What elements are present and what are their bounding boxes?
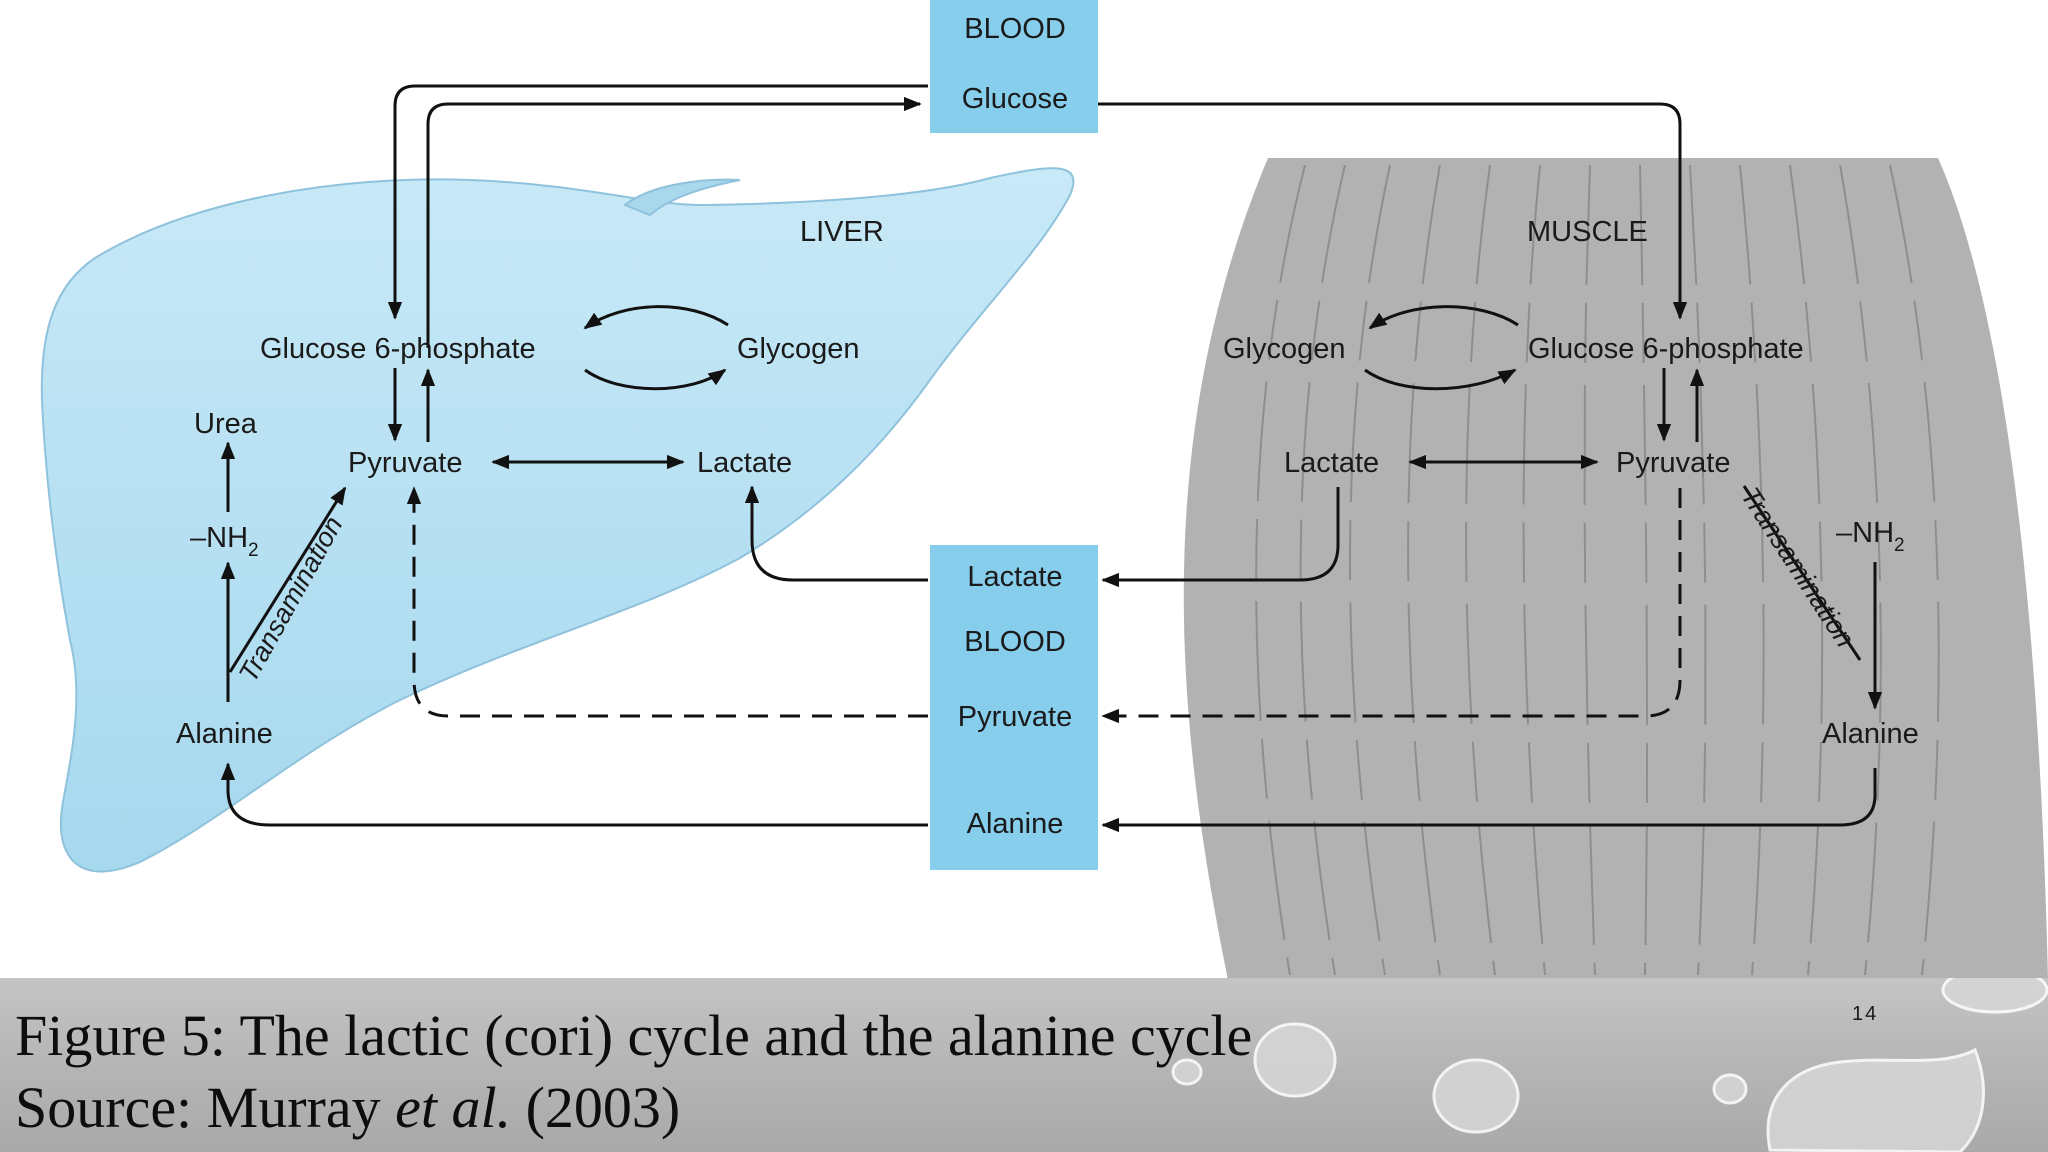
liver-glycogen-label: Glycogen xyxy=(737,333,860,365)
liver-shape xyxy=(40,167,1075,873)
liver-title: LIVER xyxy=(800,216,884,248)
arrow-liver-transamination xyxy=(228,486,347,673)
blood-header-top: BLOOD xyxy=(964,13,1066,45)
water-drops-decoration xyxy=(1171,978,2048,1152)
arrow-liver-g6p-to-glycogen xyxy=(584,368,727,391)
source-et-al: et al. xyxy=(395,1075,512,1140)
liver-pyruvate-label: Pyruvate xyxy=(348,447,462,479)
muscle-pyruvate-label: Pyruvate xyxy=(1616,447,1730,479)
arrow-blood-alanine-to-liver-alanine xyxy=(220,762,928,827)
muscle-lactate-label: Lactate xyxy=(1284,447,1379,479)
muscle-nh2-label: –NH2 xyxy=(1836,517,1905,556)
arrow-muscle-g6p-to-glycogen xyxy=(1368,305,1519,330)
blood-lactate-label: Lactate xyxy=(967,561,1062,593)
blood-glucose-label: Glucose xyxy=(962,83,1068,115)
blood-box-bottom xyxy=(930,545,1098,870)
arrow-muscle-glycogen-to-g6p xyxy=(1364,368,1517,391)
source-year: (2003) xyxy=(511,1075,681,1140)
source-prefix: Source: Murray xyxy=(15,1075,396,1140)
liver-glucose6p-label: Glucose 6-phosphate xyxy=(260,333,536,365)
liver-nh2-label: –NH2 xyxy=(190,522,259,561)
arrow-liver-glycogen-to-g6p xyxy=(583,305,729,330)
arrow-glucose-to-muscle-g6p xyxy=(1098,102,1688,320)
pathway-arrows xyxy=(220,84,1883,833)
arrow-blood-lactate-to-liver-lactate xyxy=(744,485,928,582)
cori-alanine-cycle-diagram: BLOOD Glucose Lactate BLOOD Pyruvate Ala… xyxy=(40,0,2048,980)
figure-caption: Figure 5: The lactic (cori) cycle and th… xyxy=(15,1003,1253,1068)
muscle-alanine-label: Alanine xyxy=(1822,718,1919,750)
liver-lactate-label: Lactate xyxy=(697,447,792,479)
muscle-glucose6p-label: Glucose 6-phosphate xyxy=(1528,333,1804,365)
arrow-muscle-alanine-to-blood xyxy=(1101,768,1877,833)
muscle-shape xyxy=(1183,158,2048,980)
caption-bar xyxy=(0,978,2048,1152)
arrow-liver-g6p-to-glucose xyxy=(426,96,922,348)
blood-pyruvate-label: Pyruvate xyxy=(958,701,1072,733)
source-caption: Source: Murray et al. (2003) xyxy=(15,1074,680,1141)
liver-alanine-label: Alanine xyxy=(176,718,273,750)
page-number: 14 xyxy=(1852,1003,1879,1025)
blood-alanine-label: Alanine xyxy=(967,808,1064,840)
blood-header-bottom: BLOOD xyxy=(964,626,1066,658)
muscle-title: MUSCLE xyxy=(1527,216,1648,248)
arrow-muscle-pyruvate-to-blood xyxy=(1101,488,1682,724)
muscle-glycogen-label: Glycogen xyxy=(1223,333,1346,365)
arrow-muscle-lactate-to-blood xyxy=(1101,487,1340,588)
liver-urea-label: Urea xyxy=(194,408,258,440)
arrow-muscle-transamination xyxy=(1742,485,1862,661)
arrow-blood-pyruvate-to-liver-pyruvate xyxy=(406,486,928,718)
arrow-glucose-to-liver-g6p xyxy=(387,84,928,320)
blood-box-top xyxy=(930,0,1098,133)
